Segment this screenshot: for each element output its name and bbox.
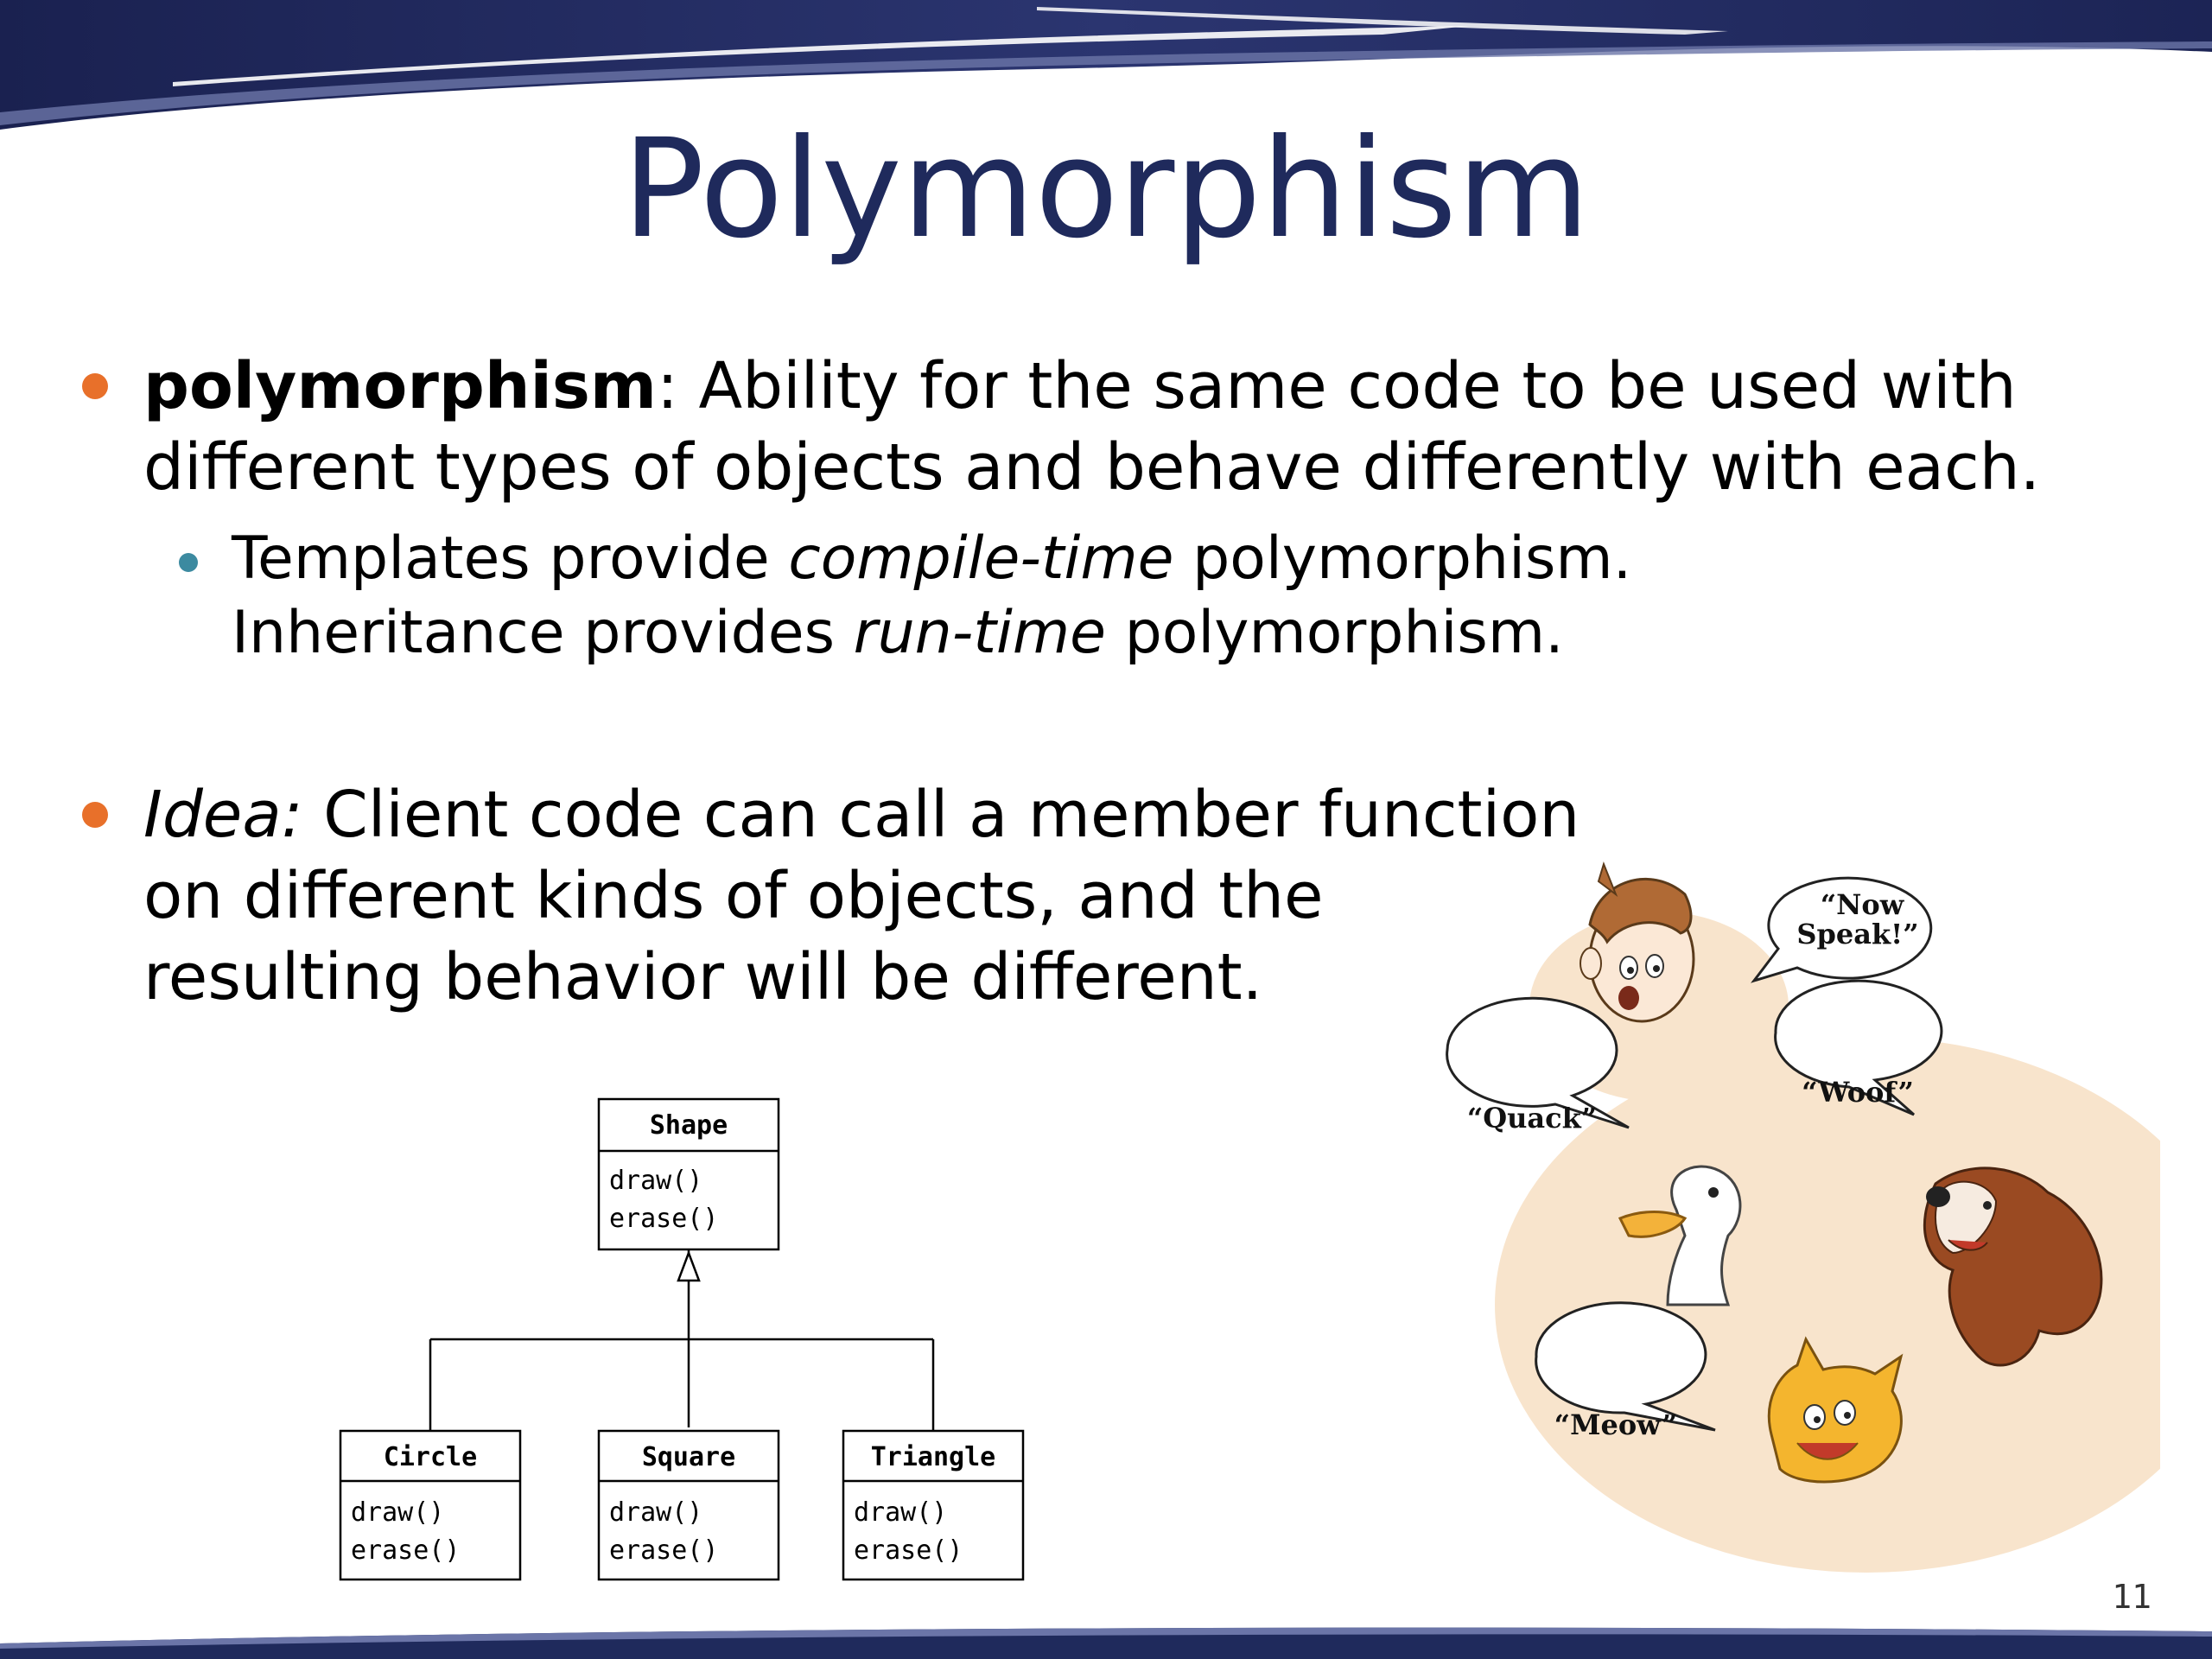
- square-method-erase: erase(): [609, 1535, 718, 1566]
- sub-bullet-line-1: Templates provide compile-time polymorph…: [232, 522, 1631, 596]
- bubble-meow: [1535, 1301, 1716, 1432]
- circle-method-erase: erase(): [351, 1535, 460, 1566]
- bubble-text-quack: “Quack”: [1467, 1102, 1597, 1135]
- boy-character: [1580, 861, 1695, 1023]
- bullet-1-marker: [82, 373, 108, 399]
- shape-method-draw: draw(): [609, 1166, 702, 1196]
- term-polymorphism: polymorphism: [143, 349, 658, 423]
- top-banner: [0, 0, 2212, 130]
- class-name-circle: Circle: [384, 1442, 477, 1472]
- definition-line-1: : Ability for the same code to be used w…: [657, 349, 2017, 423]
- sub-bullet-text: Templates provide compile-time polymorph…: [232, 522, 1631, 671]
- uml-class-diagram: Shape draw() erase() Circle draw() erase…: [339, 1097, 1025, 1581]
- dog-character: [1923, 1166, 2103, 1367]
- cat-character: [1767, 1336, 1904, 1484]
- bubble-woof: [1774, 979, 1943, 1116]
- definition-line-2: different types of objects and behave di…: [143, 430, 2041, 505]
- class-name-square: Square: [642, 1442, 735, 1472]
- triangle-method-erase: erase(): [854, 1535, 963, 1566]
- slide-page-number: 11: [2112, 1578, 2152, 1616]
- run-time-text: run-time: [853, 599, 1106, 667]
- square-method-draw: draw(): [609, 1497, 702, 1528]
- slide-title: Polymorphism: [622, 110, 1590, 269]
- bullet-1-line-1: polymorphism: Ability for the same code …: [143, 346, 2040, 427]
- idea-line-1: Client code can call a member function: [302, 778, 1580, 852]
- bottom-banner: [0, 1627, 2212, 1659]
- bullet-1-text: polymorphism: Ability for the same code …: [143, 346, 2040, 508]
- triangle-method-draw: draw(): [854, 1497, 947, 1528]
- class-name-triangle: Triangle: [871, 1442, 996, 1472]
- bubble-text-now: “Now: [1821, 888, 1905, 921]
- bubble-text-woof: “Woof”: [1802, 1076, 1914, 1109]
- idea-label: Idea:: [143, 778, 303, 852]
- compile-time-text: compile-time: [788, 524, 1174, 593]
- shape-method-erase: erase(): [609, 1204, 718, 1234]
- idea-line-2: on different kinds of objects, and the: [143, 859, 1324, 933]
- sub-bullet-marker: [179, 553, 198, 572]
- templates-suffix: polymorphism.: [1173, 524, 1632, 593]
- sub-bullet-line-2: Inheritance provides run-time polymorphi…: [232, 596, 1631, 671]
- inheritance-text: Inheritance provides: [232, 599, 854, 667]
- inheritance-suffix: polymorphism.: [1105, 599, 1564, 667]
- bullet-2-text: Idea: Client code can call a member func…: [143, 774, 1580, 1018]
- bubble-text-speak: Speak!”: [1796, 918, 1918, 950]
- circle-method-draw: draw(): [351, 1497, 444, 1528]
- bullet-2-line-1: Idea: Client code can call a member func…: [143, 774, 1580, 855]
- templates-text: Templates provide: [232, 524, 789, 593]
- class-name-shape: Shape: [650, 1110, 728, 1141]
- idea-line-3: resulting behavior will be different.: [143, 940, 1263, 1014]
- duck-character: [1618, 1165, 1742, 1306]
- bubble-text-meow: “Meow”: [1554, 1408, 1678, 1441]
- bubble-quack: [1446, 996, 1630, 1129]
- bubble-now-speak: [1751, 876, 1933, 983]
- bullet-2-marker: [82, 802, 108, 828]
- cartoon-illustration: “Now Speak!” “Quack” “Woof” “Meow”: [1446, 861, 2160, 1573]
